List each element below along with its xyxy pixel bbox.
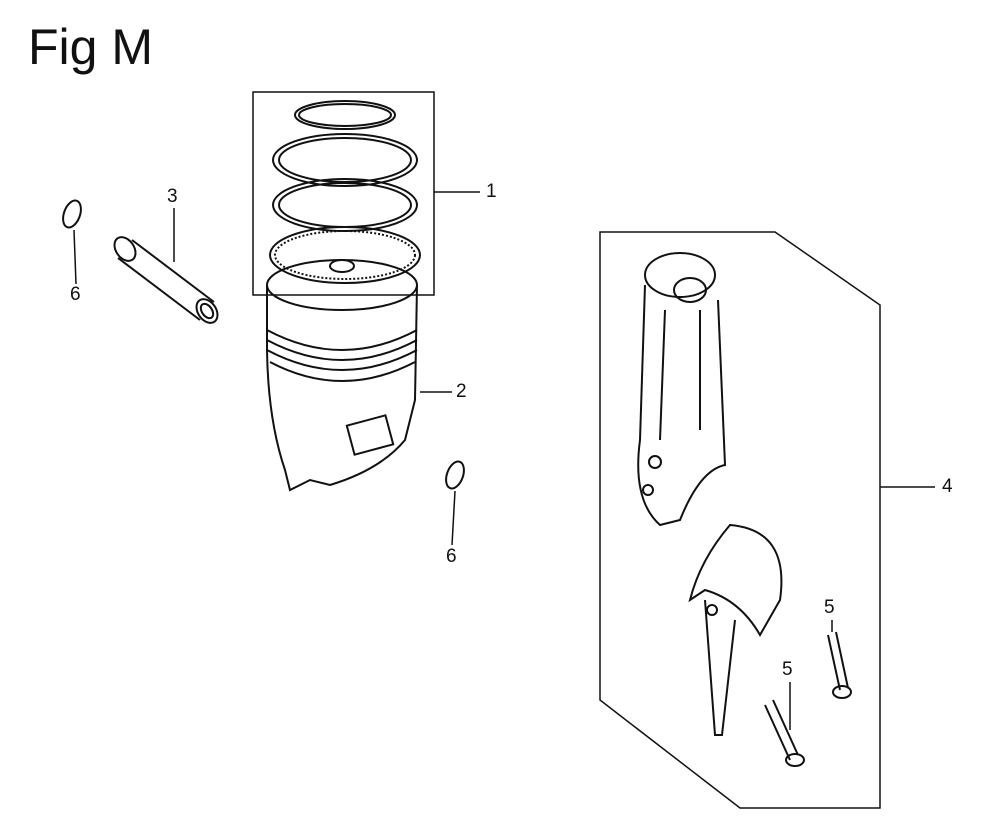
callout-6-right: 6 [446, 546, 457, 567]
callout-5-lower: 5 [782, 659, 793, 680]
clip-drawings [62, 199, 465, 546]
piston-pin-drawing [113, 208, 219, 324]
piston-rings-group [252, 91, 480, 296]
callout-2: 2 [456, 381, 467, 402]
callout-6-left: 6 [70, 284, 81, 305]
callout-1: 1 [486, 181, 497, 202]
figure-title: Fig M [28, 19, 153, 75]
piston-drawing [266, 259, 452, 492]
connecting-rod-group [599, 231, 935, 809]
callout-4: 4 [942, 476, 953, 497]
callout-5-upper: 5 [824, 597, 835, 618]
callout-3: 3 [167, 186, 178, 207]
